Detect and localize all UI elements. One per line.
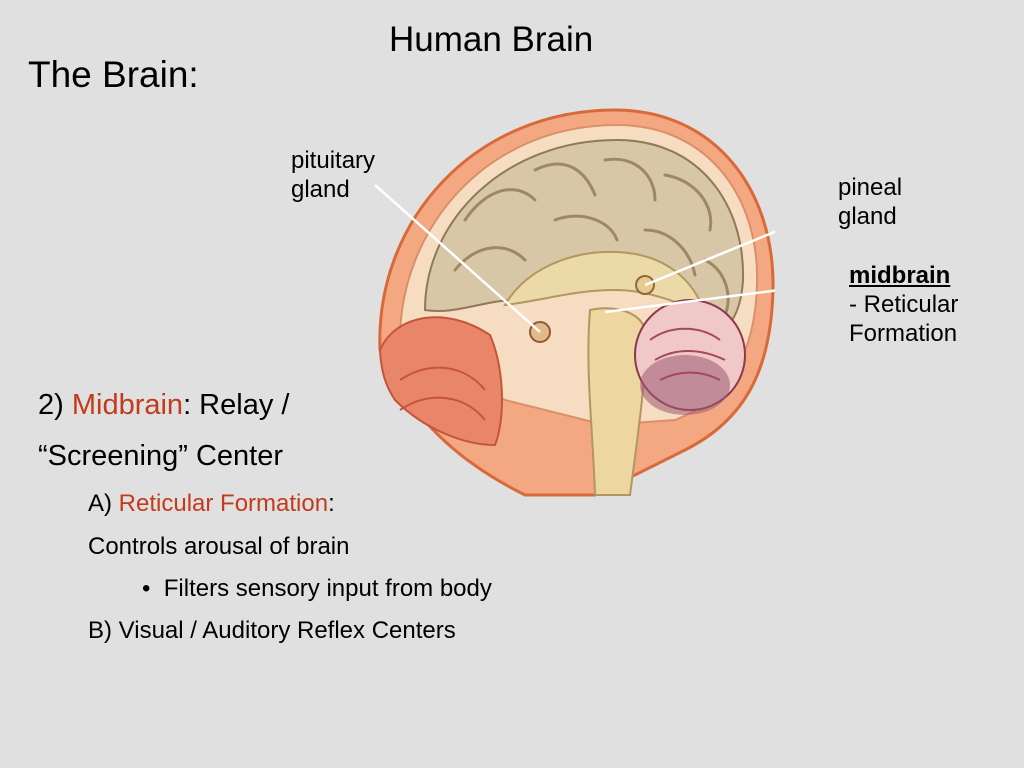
content-line-reflex: B) Visual / Auditory Reflex Centers (88, 617, 456, 644)
content-line-reticular: A) Reticular Formation: (88, 490, 335, 518)
slide-heading: The Brain: (28, 54, 199, 95)
content-bullet-filters: • Filters sensory input from body (142, 575, 492, 603)
line3-prefix: A) (88, 490, 119, 517)
line3-suffix: : (328, 490, 335, 517)
gyri (453, 157, 730, 317)
midbrain-label-title: midbrain (849, 262, 951, 289)
pituitary-label: pituitary gland (291, 146, 375, 204)
line1-suffix: : Relay / (183, 389, 290, 421)
pineal-label-line-2: gland (838, 203, 897, 230)
pineal-label: pineal gland (838, 173, 902, 231)
bullet-glyph: • (142, 575, 151, 602)
line1-prefix: 2) (38, 389, 72, 421)
brain-illustration (374, 108, 775, 497)
pituitary-label-line-1: pituitary (291, 147, 376, 174)
midbrain-label-line-1: - Reticular (849, 291, 959, 318)
line1-highlight: Midbrain (71, 389, 184, 421)
brainstem (587, 307, 647, 496)
pineal-pointer (644, 230, 775, 287)
slide-title: Human Brain (389, 20, 594, 59)
cerebellum-folia (649, 327, 726, 381)
nasal-cavity (378, 316, 503, 447)
content-line-arousal: Controls arousal of brain (88, 533, 350, 560)
pituitary-label-line-2: gland (291, 176, 350, 203)
content-line-midbrain: 2) Midbrain: Relay / (38, 389, 289, 422)
bullet-text: Filters sensory input from body (163, 575, 492, 602)
content-line-screening: “Screening” Center (38, 440, 283, 472)
pineal-label-line-1: pineal (838, 174, 903, 201)
pituitary-pointer (374, 184, 541, 333)
midbrain-pointer (604, 289, 775, 314)
midbrain-label: midbrain - Reticular Formation (849, 261, 958, 348)
midbrain-label-line-2: Formation (849, 320, 958, 347)
line3-highlight: Reticular Formation (118, 490, 329, 517)
